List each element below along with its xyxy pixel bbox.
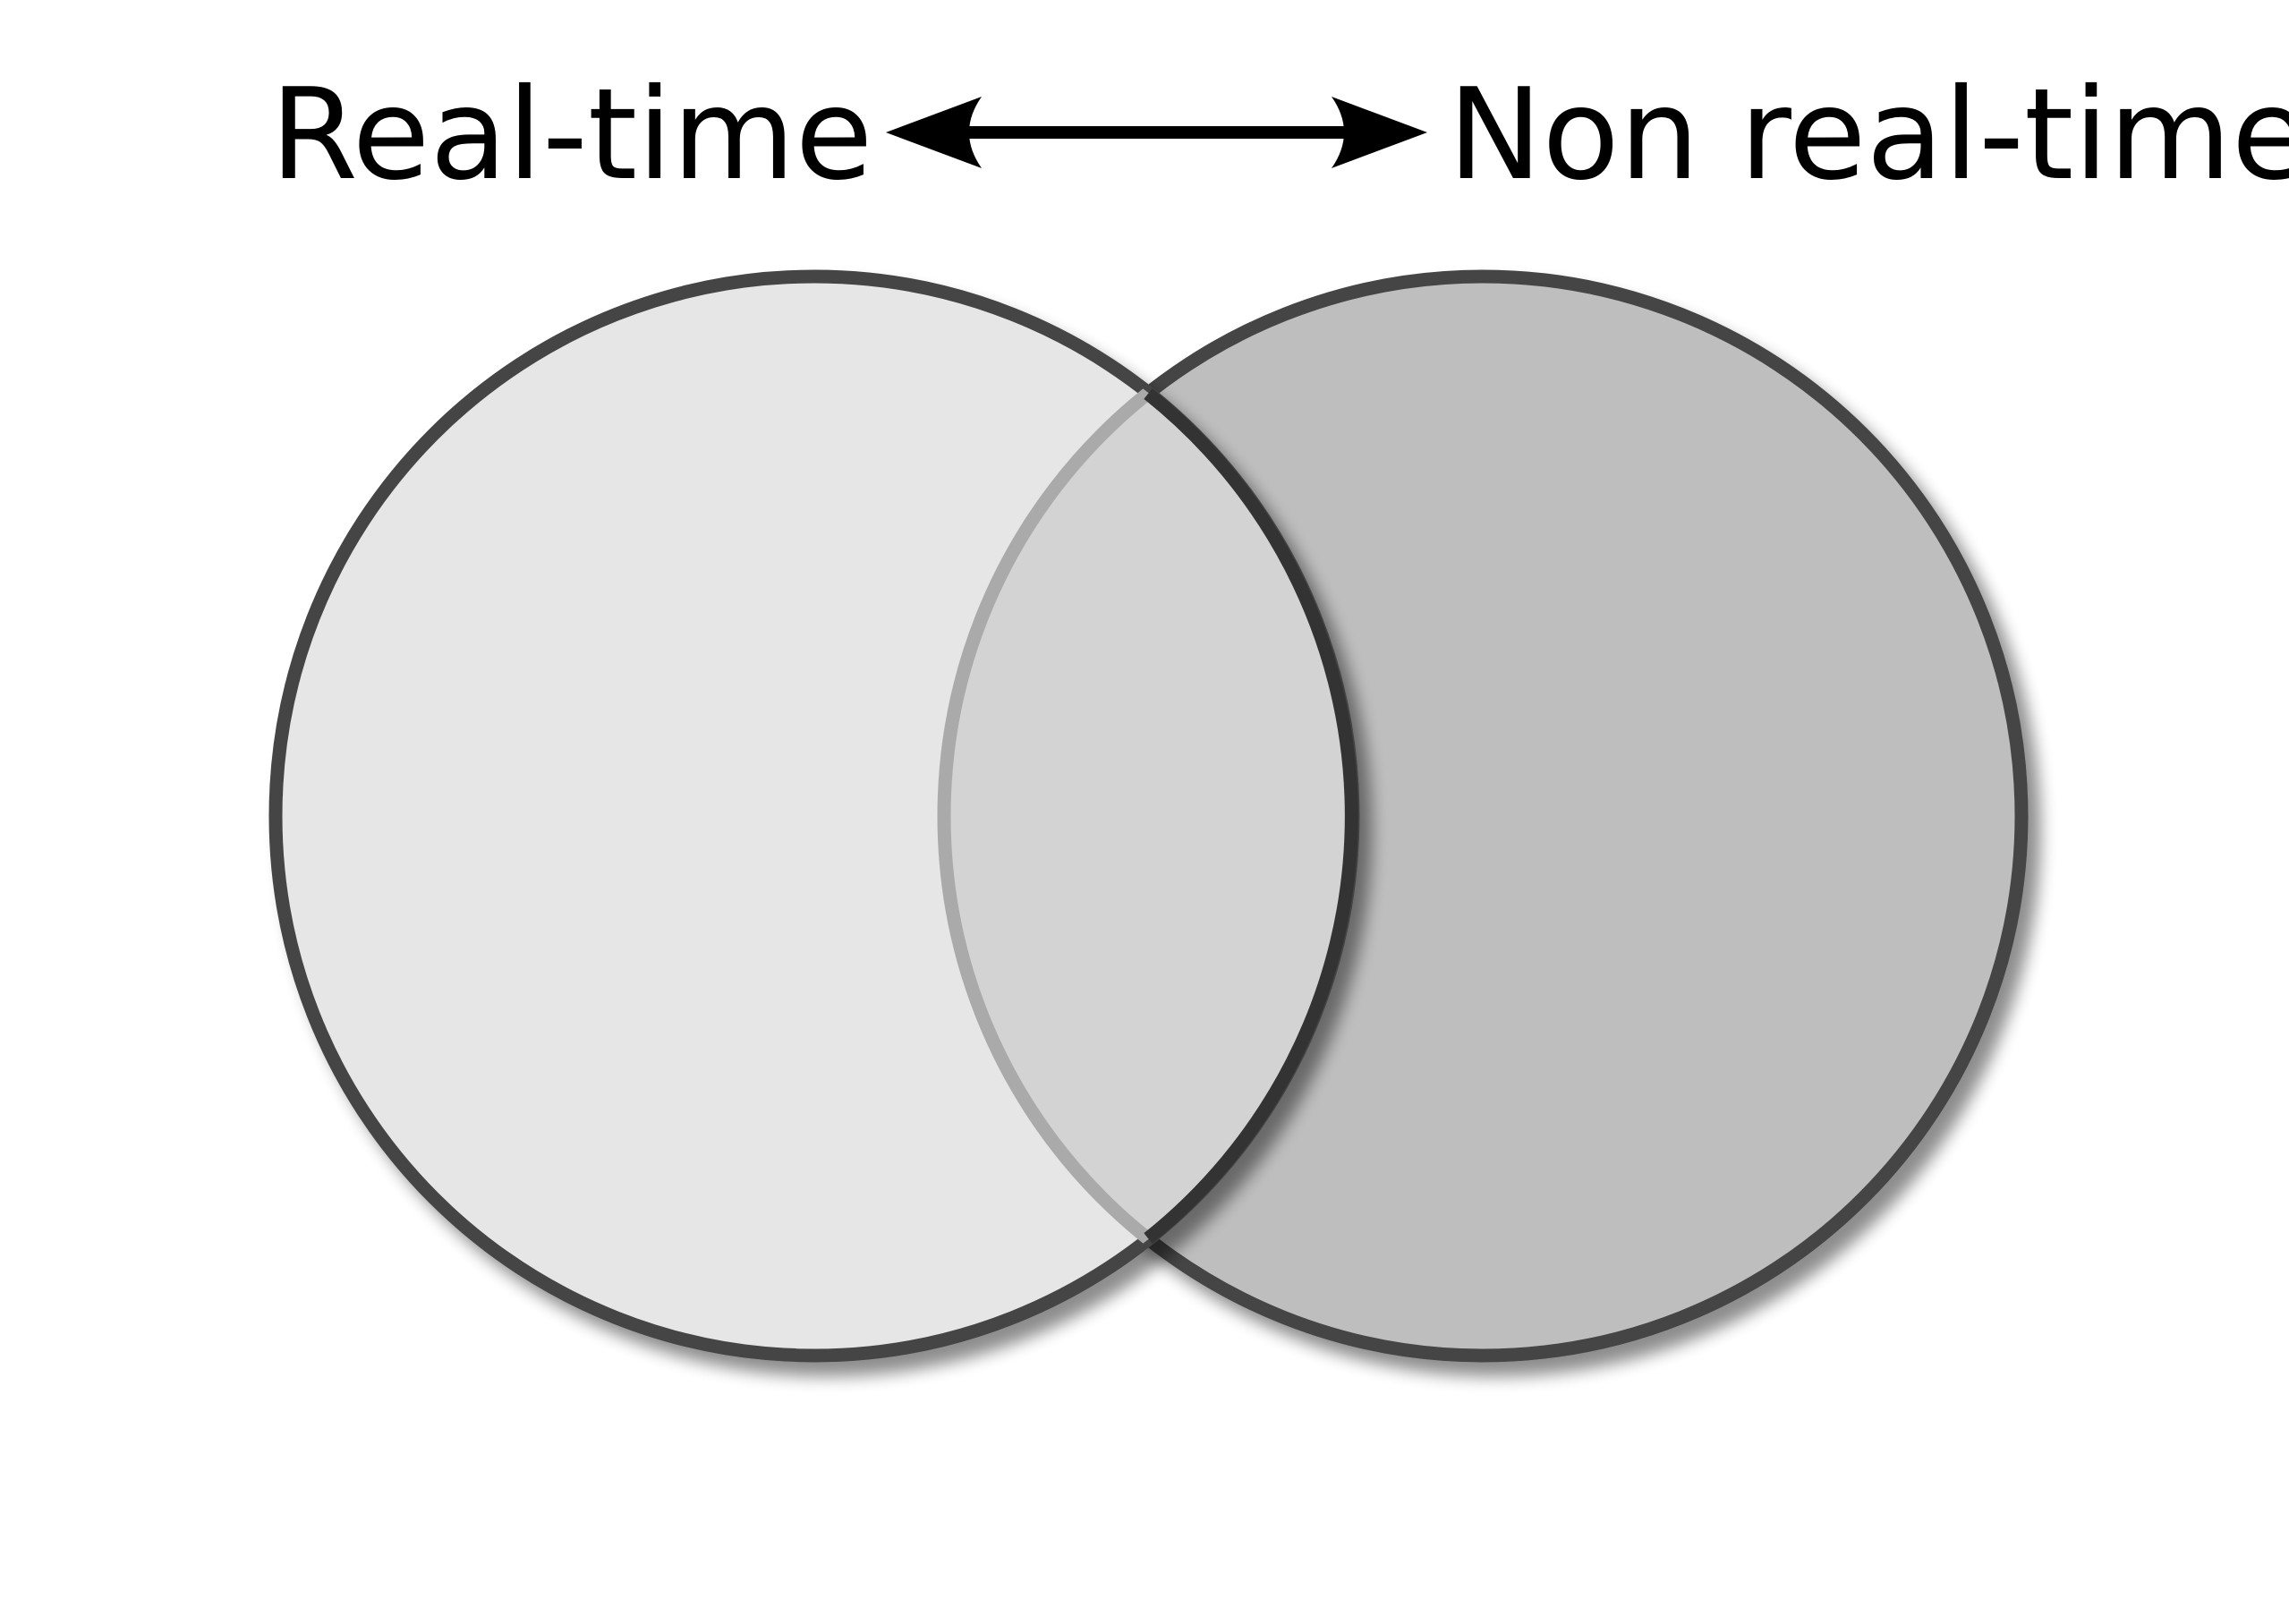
- real-time-label: Real-time: [270, 62, 872, 208]
- real-time-circle-outline: [1144, 388, 1358, 1244]
- overlap-region: [937, 276, 1353, 1356]
- bidirectional-arrow: [886, 97, 1427, 168]
- arrow-head-left-icon: [886, 97, 982, 168]
- non-real-time-label: Non real-time: [1448, 62, 2289, 208]
- arrow-head-right-icon: [1332, 97, 1427, 168]
